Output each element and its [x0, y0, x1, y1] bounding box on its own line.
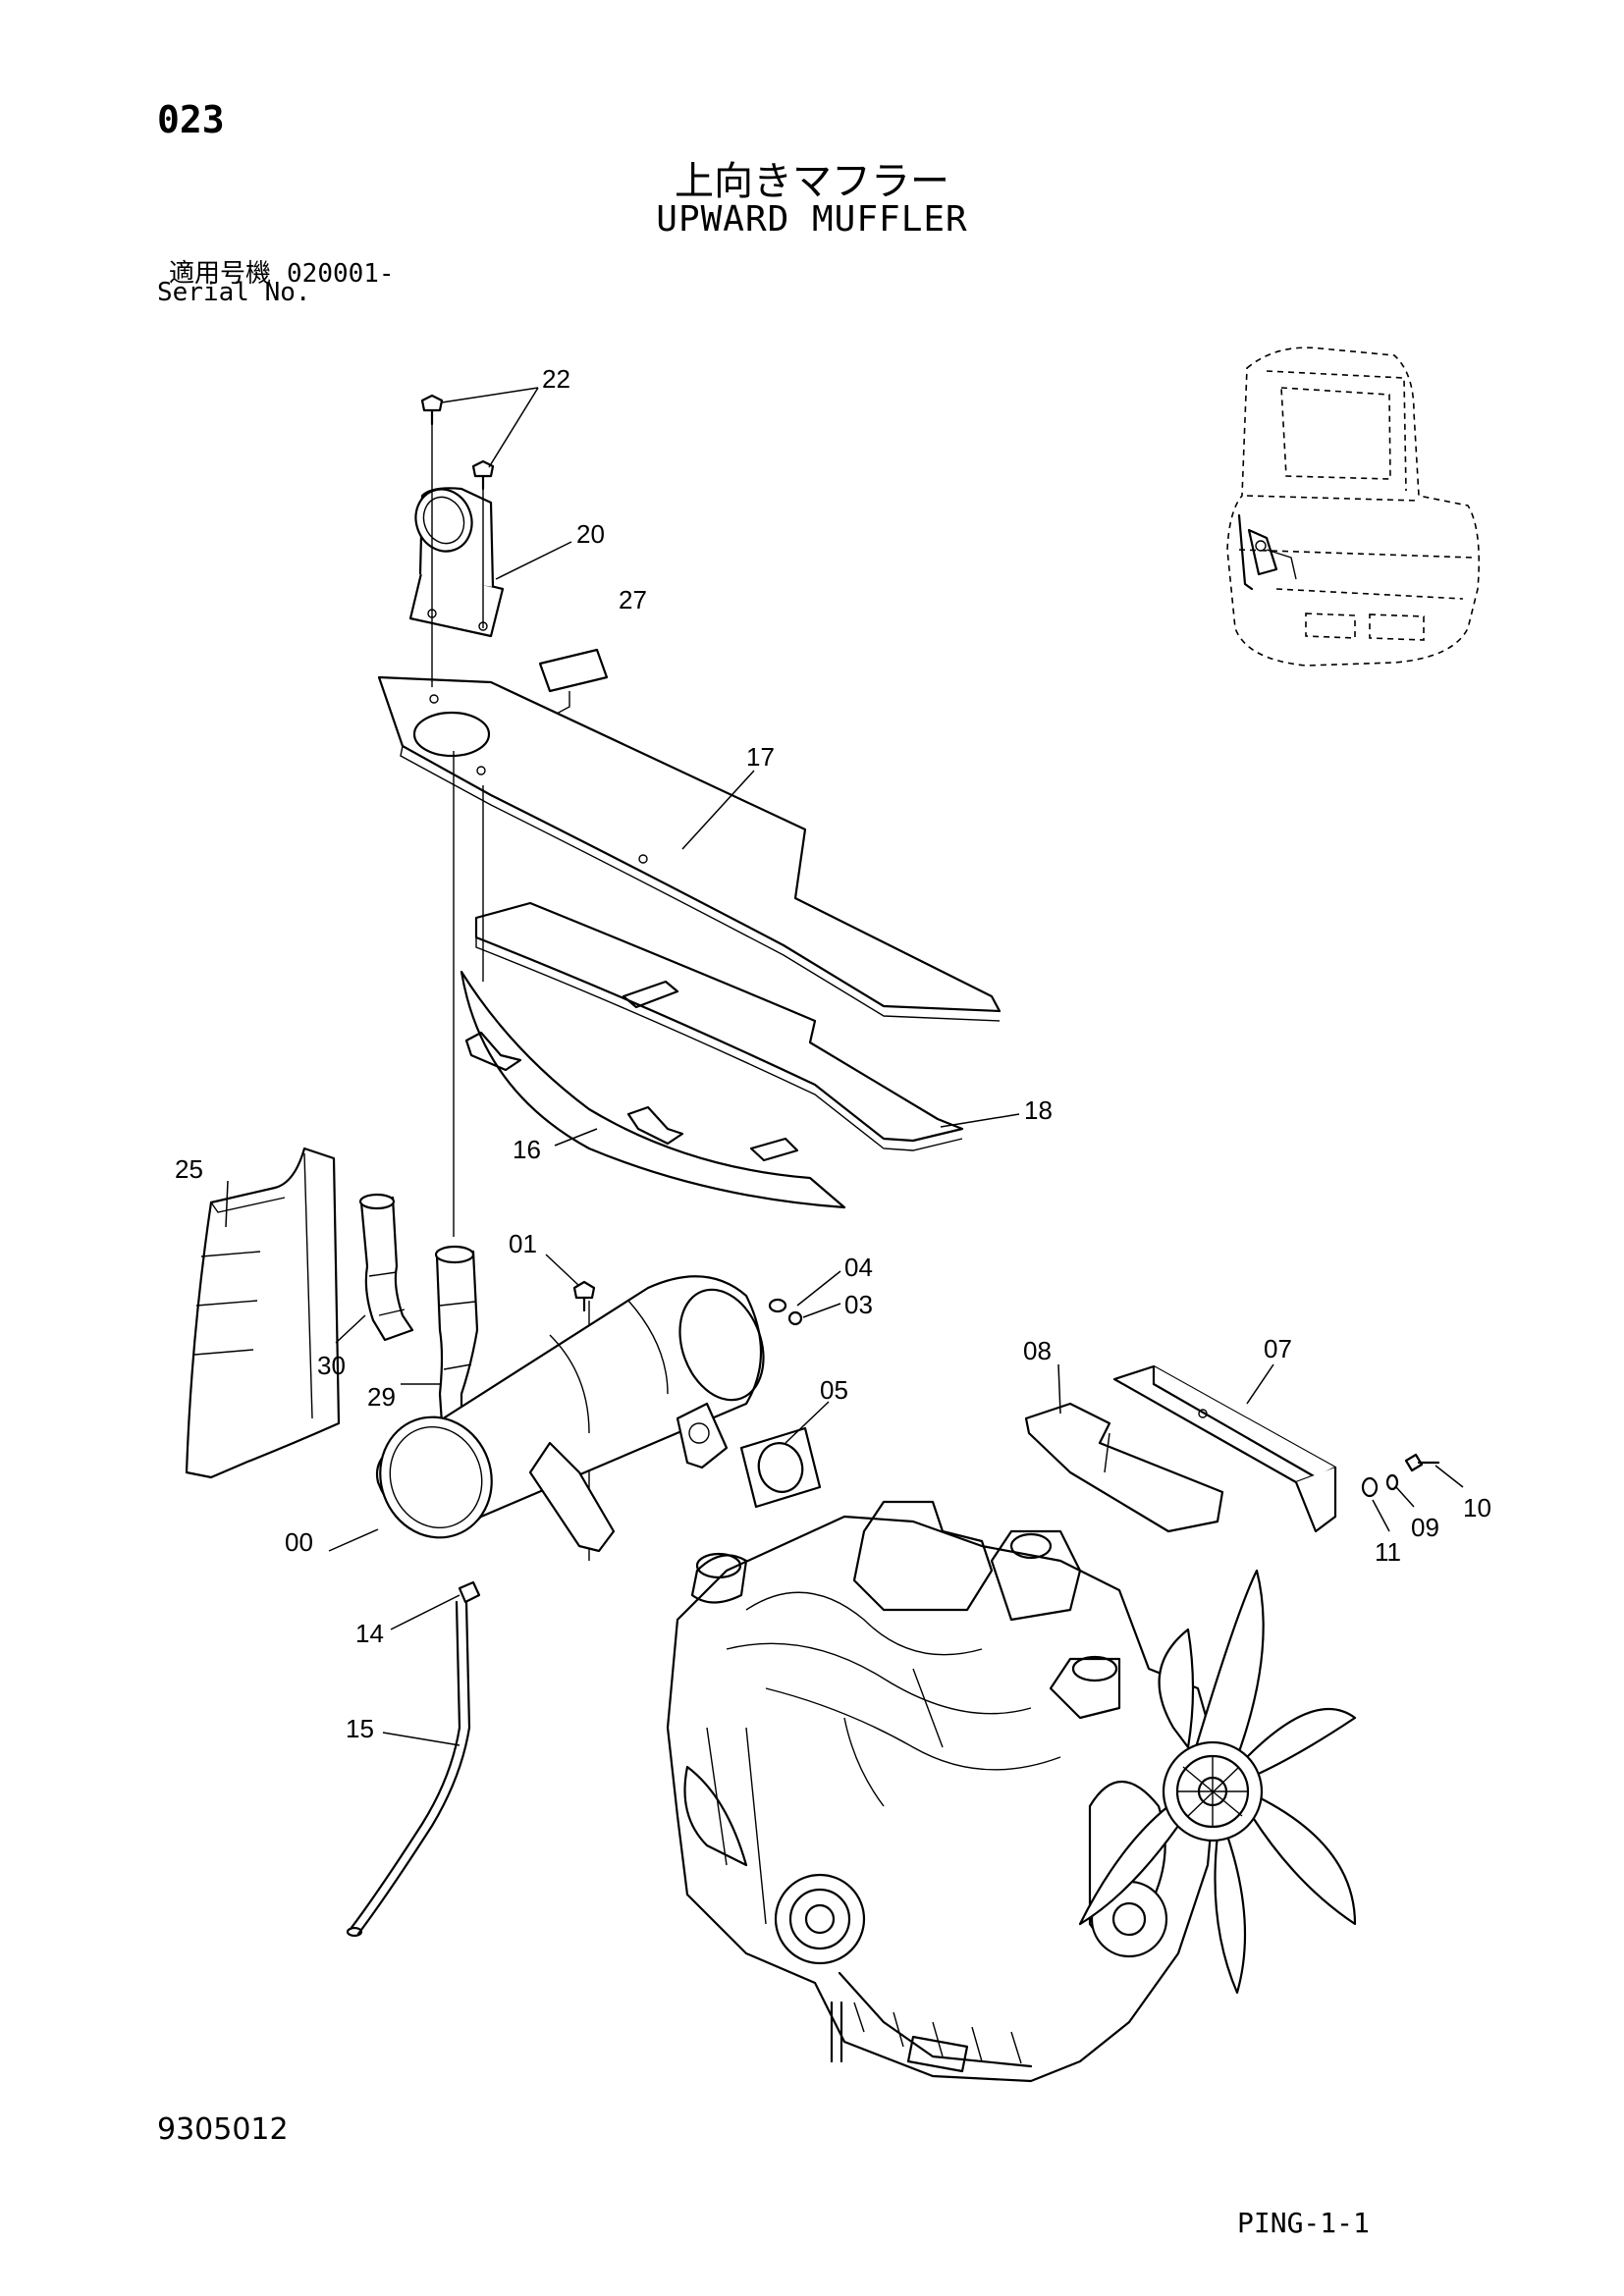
callout-08: 08: [1023, 1336, 1052, 1365]
part-25-side-panel: [185, 1147, 341, 1479]
part-09-10-11-hardware: [1361, 1453, 1440, 1498]
callout-20: 20: [576, 519, 605, 549]
serial-number-value: 020001-: [287, 259, 395, 289]
machine-locator-thumbnail: [1226, 347, 1480, 667]
callout-16: 16: [513, 1135, 541, 1164]
callout-11: 11: [1375, 1537, 1401, 1567]
part-08-bracket: [1024, 1402, 1224, 1533]
part-01-bolt: [572, 1280, 596, 1312]
callout-05: 05: [820, 1375, 848, 1405]
part-29-pipe: [434, 1245, 479, 1425]
part-30-hose: [358, 1193, 414, 1342]
callout-25: 25: [175, 1154, 203, 1184]
part-22-bolts: [420, 394, 495, 491]
page-title-english: UPWARD MUFFLER: [656, 199, 968, 240]
callout-18: 18: [1024, 1095, 1053, 1125]
part-05-gasket: [739, 1426, 822, 1509]
part-03-04-nut-washer: [768, 1298, 803, 1326]
part-18-cover: [474, 901, 964, 1151]
engine-assembly: [666, 1500, 1219, 2083]
callout-17: 17: [746, 742, 775, 772]
callout-29: 29: [367, 1382, 396, 1412]
callout-00: 00: [285, 1527, 313, 1557]
callout-01: 01: [509, 1229, 537, 1258]
callout-leaders: [225, 387, 1464, 1746]
page-title-japanese: 上向きマフラー: [675, 159, 949, 204]
serial-label-jp-text: 適用号機: [169, 259, 272, 289]
page-code: PING-1-1: [1237, 2207, 1370, 2239]
part-07-bracket: [1112, 1364, 1337, 1533]
serial-label-japanese: 適用号機 020001-: [169, 253, 395, 290]
document-number: 9305012: [157, 2112, 289, 2147]
callout-labels: 22 20 27 17 18 16 25 01 04 03 05 08 07 1…: [175, 364, 1491, 1743]
callout-04: 04: [844, 1253, 873, 1282]
serial-label-english: Serial No.: [157, 278, 311, 307]
callout-15: 15: [346, 1714, 374, 1743]
callout-14: 14: [355, 1619, 384, 1648]
callout-10: 10: [1463, 1493, 1491, 1522]
part-20-tail-pipe: [408, 487, 505, 638]
callout-27: 27: [619, 585, 647, 614]
part-16-heat-guard: [460, 970, 846, 1209]
callout-22: 22: [542, 364, 570, 394]
page-number: 023: [157, 98, 225, 141]
cooling-fan: [1078, 1569, 1357, 1995]
part-00-muffler: [375, 1275, 765, 1553]
callout-09: 09: [1411, 1513, 1439, 1542]
part-17-heat-shield: [377, 675, 1001, 1022]
callout-07: 07: [1264, 1334, 1292, 1363]
callout-30: 30: [317, 1351, 346, 1380]
callout-03: 03: [844, 1290, 873, 1319]
part-15-drain-hose: [346, 1600, 471, 1938]
part-14-clip: [458, 1580, 481, 1604]
